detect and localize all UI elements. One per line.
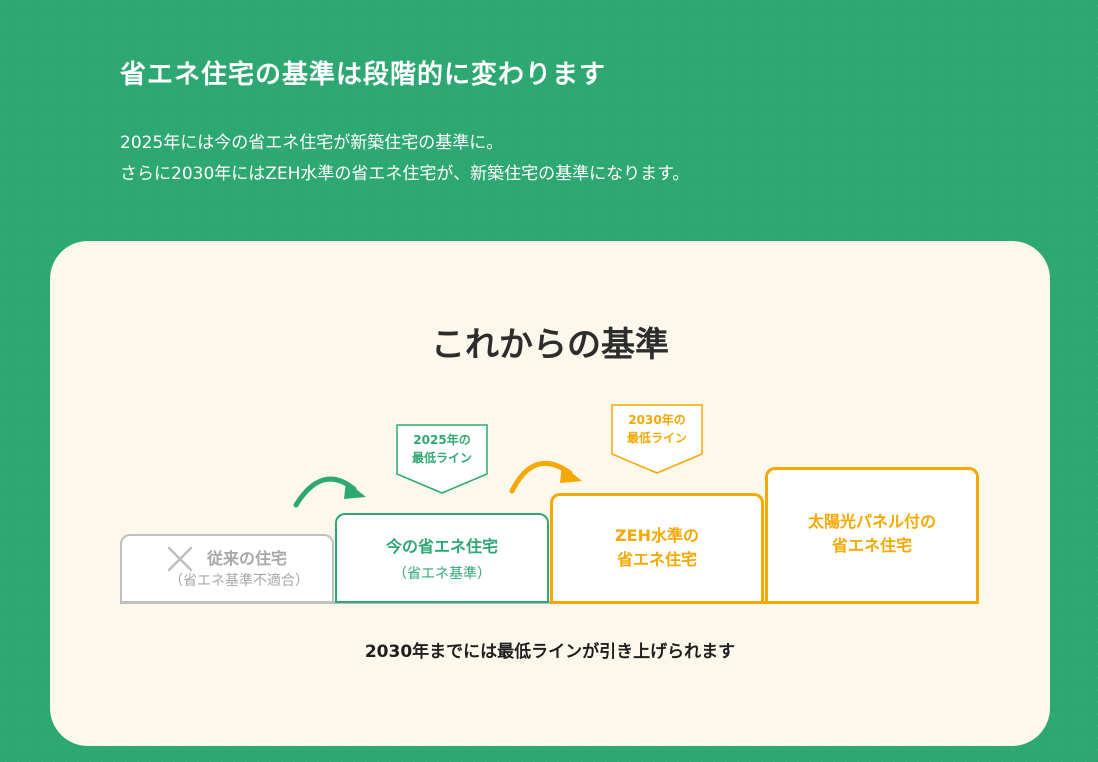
card-title: これからの基準 — [431, 325, 669, 365]
curved-arrow-icon — [509, 460, 582, 494]
baseline-2025 — [335, 601, 549, 603]
step-zeh-line-2: 省エネ住宅 — [616, 550, 697, 569]
callout-2025-line-2: 最低ライン — [411, 451, 472, 465]
callout-2025-min-line: 2025年の 最低ライン — [396, 424, 488, 494]
staircase-baseline — [120, 601, 979, 604]
x-icon — [167, 546, 193, 572]
step-current-label: 今の省エネ住宅 — [385, 537, 498, 556]
step-current-sub: （省エネ基準） — [393, 566, 491, 582]
step-old-sub: （省エネ基準不適合） — [169, 573, 309, 589]
step-zeh-housing: ZEH水準の 省エネ住宅 — [550, 493, 764, 604]
step-solar-line-1: 太陽光パネル付の — [807, 512, 936, 531]
step-current-housing: 今の省エネ住宅 （省エネ基準） — [335, 513, 549, 604]
step-old-label: 従来の住宅 — [206, 549, 287, 568]
step-solar-housing: 太陽光パネル付の 省エネ住宅 — [765, 467, 979, 604]
step-solar-line-2: 省エネ住宅 — [831, 536, 912, 555]
intro-line-1: 2025年には今の省エネ住宅が新築住宅の基準に。 — [120, 133, 504, 153]
step-zeh-line-1: ZEH水準の — [615, 526, 699, 545]
intro-text: 2025年には今の省エネ住宅が新築住宅の基準に。 さらに2030年にはZEH水準… — [120, 128, 689, 190]
callout-pentagon-icon — [396, 424, 488, 494]
page-heading: 省エネ住宅の基準は段階的に変わります — [120, 60, 607, 90]
callout-2030-min-line: 2030年の 最低ライン — [611, 404, 703, 474]
intro-line-2: さらに2030年にはZEH水準の省エネ住宅が、新築住宅の基準になります。 — [120, 164, 690, 184]
callout-2025-line-1: 2025年の — [413, 433, 471, 447]
curved-arrow-icon — [293, 476, 366, 508]
callout-2030-line-2: 最低ライン — [626, 431, 687, 445]
callout-pentagon-icon — [611, 404, 703, 474]
baseline-2030 — [550, 601, 979, 604]
step-old-housing: 従来の住宅 （省エネ基準不適合） — [120, 534, 334, 604]
callout-2030-line-1: 2030年の — [628, 413, 686, 427]
bottom-caption: 2030年までには最低ラインが引き上げられます — [364, 642, 736, 662]
standards-card: これからの基準 2025年の 最低ライン 2030年の 最低ライン — [50, 241, 1050, 746]
